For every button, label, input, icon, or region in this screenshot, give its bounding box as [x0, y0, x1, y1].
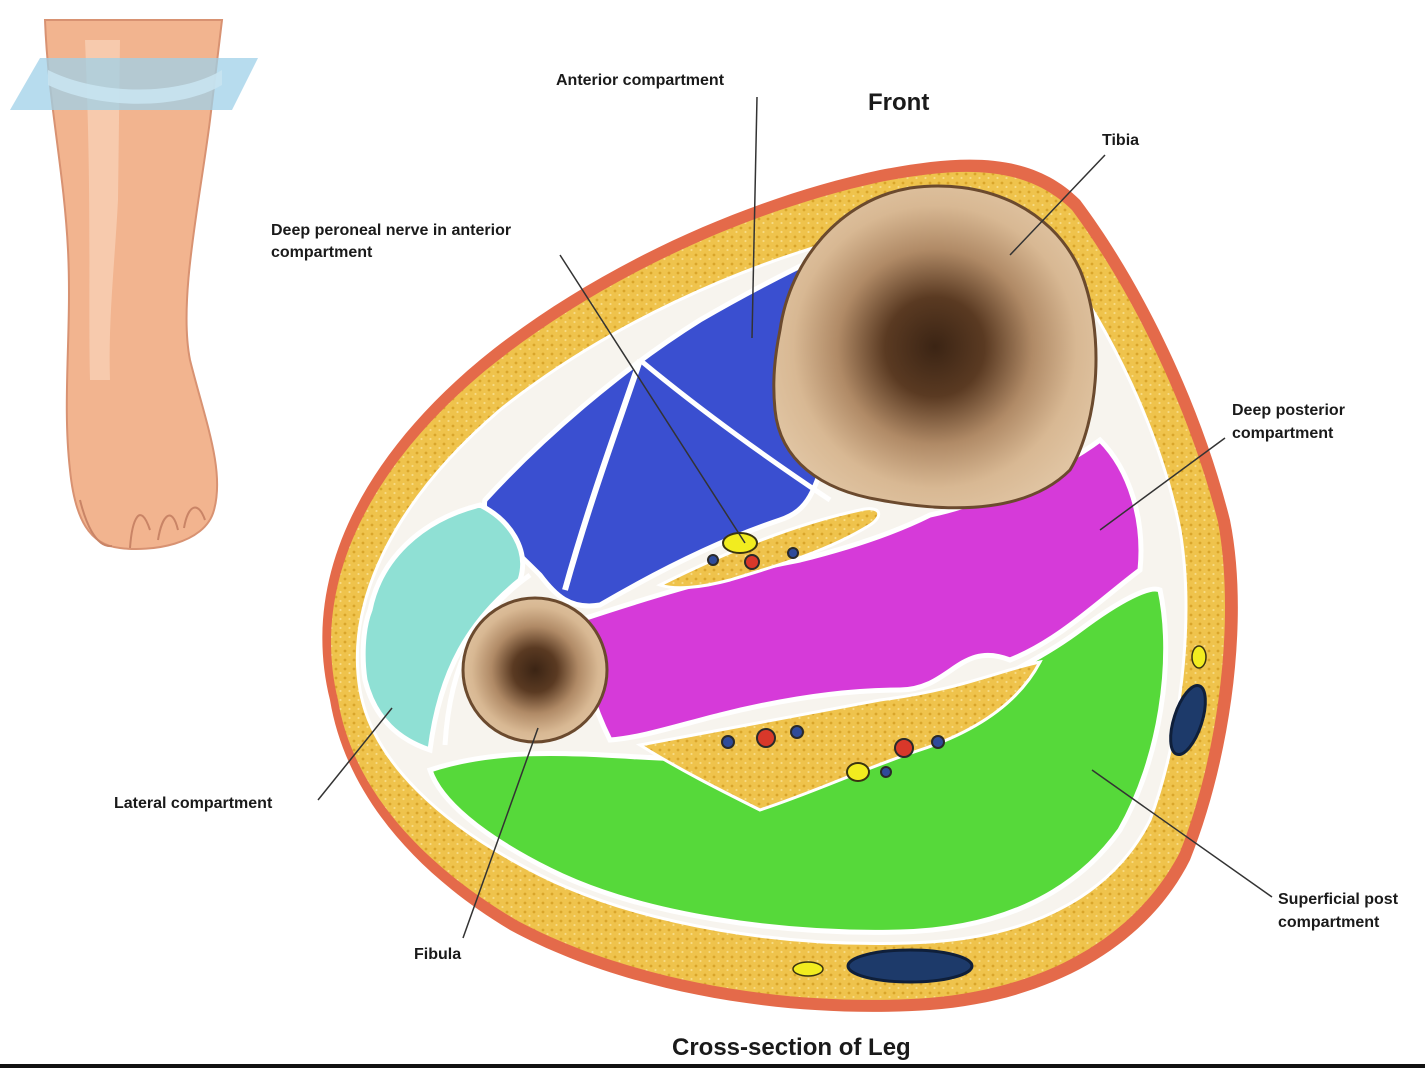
peroneal-artery [757, 729, 775, 747]
small-saphenous-vein [848, 950, 972, 982]
anterior-compartment-label: Anterior compartment [556, 70, 724, 92]
sural-nerve [793, 962, 823, 976]
tibial-nerve [847, 763, 869, 781]
posterior-tibial-vein [932, 736, 944, 748]
leg-inset-illustration [10, 20, 258, 549]
diagram-caption: Cross-section of Leg [672, 1037, 911, 1059]
deep-peroneal-label-line1: Deep peroneal nerve in anterior [271, 220, 511, 242]
superficial-posterior-label-line1: Superficial post [1278, 889, 1398, 911]
lateral-compartment-label: Lateral compartment [114, 793, 272, 815]
bottom-edge-bar [0, 1064, 1425, 1068]
deep-posterior-label-line1: Deep posterior [1232, 400, 1345, 422]
anterior-tibial-artery [745, 555, 759, 569]
peroneal-vein-1 [722, 736, 734, 748]
deep-posterior-label-line2: compartment [1232, 423, 1333, 445]
fibula-bone [463, 598, 607, 742]
saphenous-nerve [1192, 646, 1206, 668]
superficial-posterior-label-line2: compartment [1278, 912, 1379, 934]
tibia-label: Tibia [1102, 130, 1139, 152]
peroneal-vein-2 [791, 726, 803, 738]
anterior-tibial-vein-2 [788, 548, 798, 558]
front-label: Front [868, 92, 929, 114]
posterior-tibial-vein-2 [881, 767, 891, 777]
posterior-tibial-artery [895, 739, 913, 757]
fibula-label: Fibula [414, 944, 461, 966]
deep-peroneal-label-line2: compartment [271, 242, 372, 264]
anterior-tibial-vein-1 [708, 555, 718, 565]
